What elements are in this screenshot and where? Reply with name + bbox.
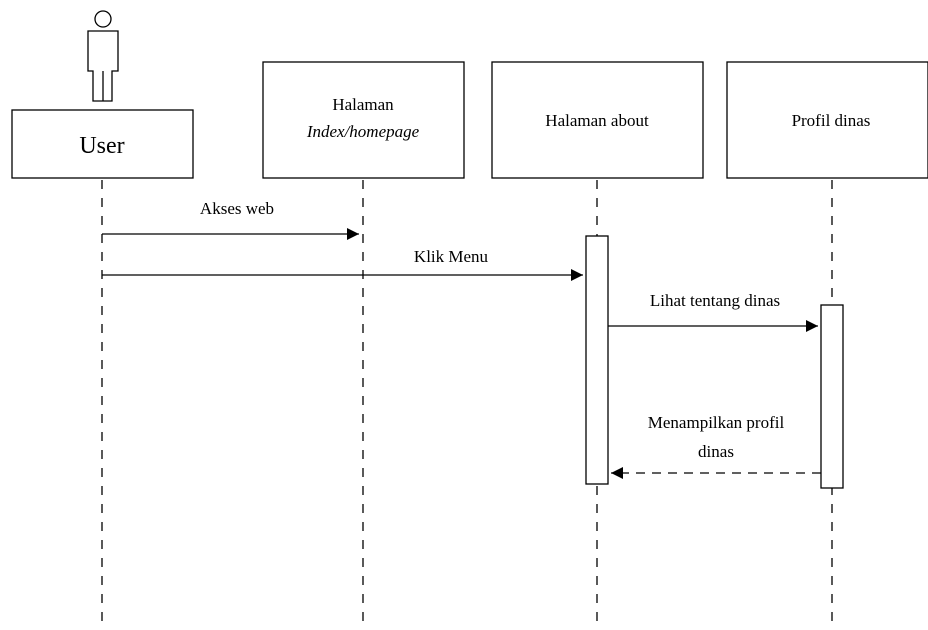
person-icon — [87, 10, 119, 102]
lifeline-box-index — [262, 61, 465, 179]
return-label-line2: dinas — [698, 442, 734, 461]
lifeline-box-profil — [726, 61, 928, 179]
message-label-akses-web: Akses web — [200, 199, 274, 218]
lifeline-label-index-line1: Halaman — [332, 95, 394, 114]
message-label-klik-menu: Klik Menu — [414, 247, 489, 266]
return-label-line1: Menampilkan profil — [648, 413, 785, 432]
lifeline-box-user — [11, 109, 194, 179]
activation-bar-about — [585, 235, 609, 485]
activation-bar-profil — [820, 304, 844, 489]
lifeline-box-about — [491, 61, 704, 179]
lifeline-label-profil: Profil dinas — [792, 111, 871, 130]
message-label-lihat-tentang-dinas: Lihat tentang dinas — [650, 291, 780, 310]
lifeline-label-index-line2: Index/homepage — [306, 122, 420, 141]
lifeline-label-about: Halaman about — [545, 111, 649, 130]
lifeline-label-user: User — [79, 133, 124, 159]
